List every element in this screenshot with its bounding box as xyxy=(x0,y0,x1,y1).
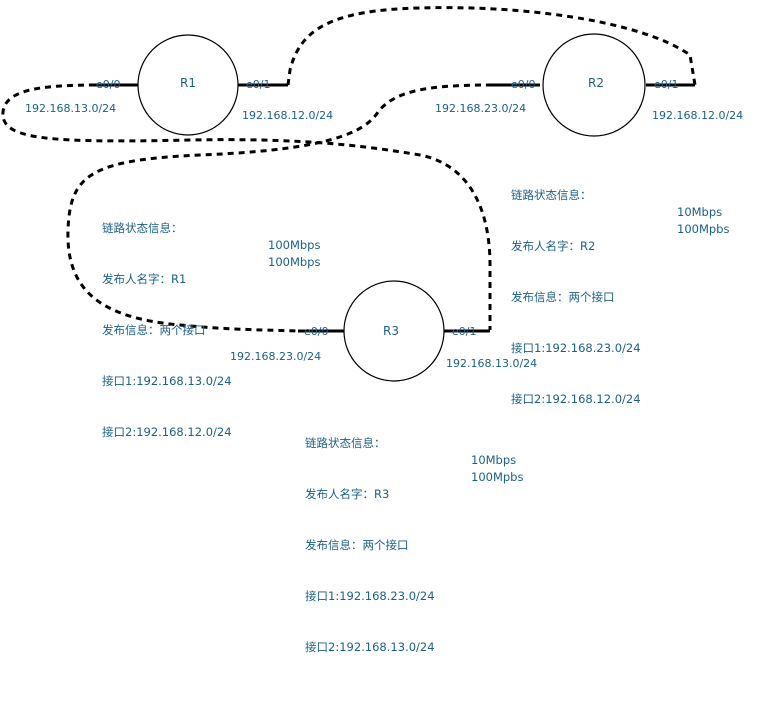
link-r1-r3 xyxy=(1,83,492,330)
router-r1 xyxy=(137,34,239,136)
r2-net-left: 192.168.23.0/24 xyxy=(435,102,526,115)
link-r2-r3 xyxy=(66,83,493,333)
lsa-if2: 接口2:192.168.13.0/24 xyxy=(305,640,435,654)
r1-net-left: 192.168.13.0/24 xyxy=(25,102,116,115)
lsa-if2: 接口2:192.168.12.0/24 xyxy=(511,392,641,406)
lsa-panel-r2: 链路状态信息： 发布人名字：R2 发布信息：两个接口 接口1:192.168.2… xyxy=(511,153,729,459)
lsa-if1-rate: 100Mbps xyxy=(268,238,321,252)
lsa-panel-r3: 链路状态信息： 发布人名字：R3 发布信息：两个接口 接口1:192.168.2… xyxy=(305,401,523,707)
lsa-if1: 接口1:192.168.13.0/24 xyxy=(102,374,232,388)
r1-net-right: 192.168.12.0/24 xyxy=(242,109,333,122)
r3-if-left: e0/0 xyxy=(304,325,328,338)
r1-if-left: e0/0 xyxy=(96,78,120,91)
lsa-if2-rate: 100Mpbs xyxy=(471,470,524,484)
lsa-if2: 接口2:192.168.12.0/24 xyxy=(102,425,232,439)
lsa-publisher: 发布人名字：R3 xyxy=(305,487,390,501)
lsa-if2-rate: 100Mpbs xyxy=(677,222,730,236)
lsa-if1: 接口1:192.168.23.0/24 xyxy=(305,589,435,603)
r3-net-right: 192.168.13.0/24 xyxy=(446,357,537,370)
lsa-title: 链路状态信息： xyxy=(511,188,592,202)
router-r3 xyxy=(343,280,445,382)
router-r2 xyxy=(542,33,646,137)
lsa-info: 发布信息：两个接口 xyxy=(511,290,615,304)
r1-if-right: e0/1 xyxy=(246,78,270,91)
lsa-if1-rate: 10Mbps xyxy=(677,205,723,219)
link-r1-r2 xyxy=(286,6,697,86)
r2-if-left: e0/0 xyxy=(511,78,535,91)
r2-if-right: e0/1 xyxy=(654,78,678,91)
lsa-info: 发布信息：两个接口 xyxy=(305,538,409,552)
topology-diagram: R1 R2 R3 e0/0 e0/1 e0/0 e0/1 e0/0 e0/1 1… xyxy=(1,6,743,382)
lsa-publisher: 发布人名字：R2 xyxy=(511,239,596,253)
router-r3-name: R3 xyxy=(383,324,399,338)
r2-net-right: 192.168.12.0/24 xyxy=(652,109,743,122)
router-r2-name: R2 xyxy=(588,76,604,90)
lsa-info: 发布信息：两个接口 xyxy=(102,323,206,337)
lsa-title: 链路状态信息： xyxy=(305,436,386,450)
lsa-if1-rate: 10Mbps xyxy=(471,453,517,467)
lsa-panel-r1: 链路状态信息： 发布人名字：R1 发布信息：两个接口 接口1:192.168.1… xyxy=(102,186,320,492)
lsa-if1: 接口1:192.168.23.0/24 xyxy=(511,341,641,355)
lsa-if2-rate: 100Mbps xyxy=(268,255,321,269)
router-r1-name: R1 xyxy=(180,76,196,90)
r3-net-left: 192.168.23.0/24 xyxy=(230,350,321,363)
r3-if-right: e0/1 xyxy=(452,325,476,338)
lsa-publisher: 发布人名字：R1 xyxy=(102,272,187,286)
lsa-title: 链路状态信息： xyxy=(102,221,183,235)
